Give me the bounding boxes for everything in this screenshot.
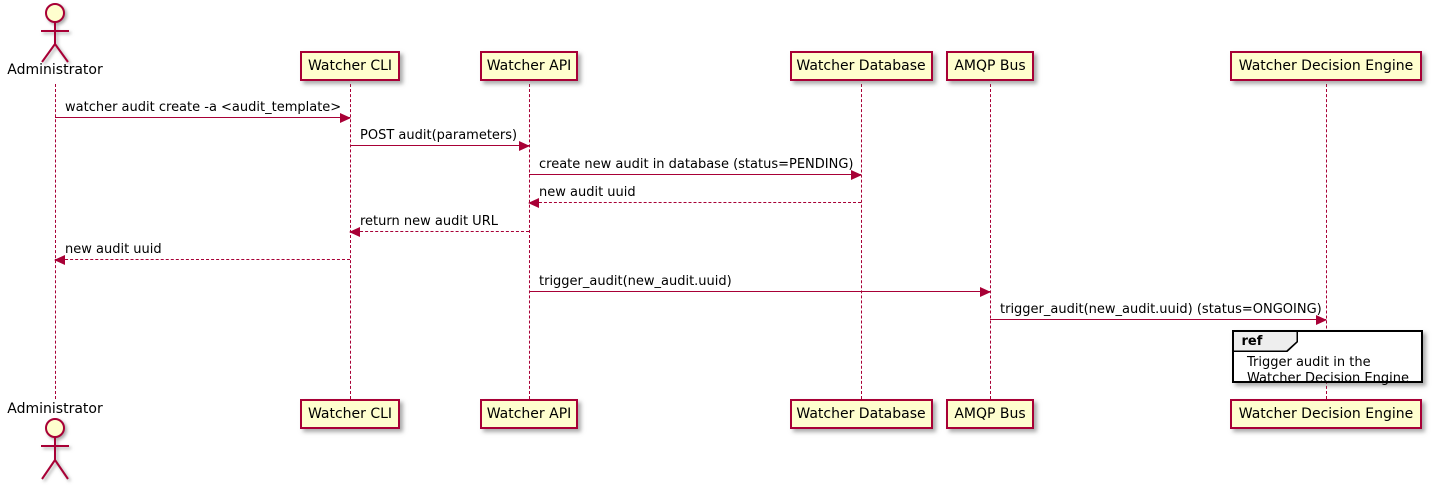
- message-label: new audit uuid: [539, 185, 636, 200]
- arrowhead-icon: [851, 170, 862, 180]
- arrowhead-icon: [980, 287, 991, 297]
- message: watcher audit create -a <audit_template>: [55, 100, 351, 123]
- actor-icon: [41, 3, 69, 63]
- ref-text-line-2: Watcher Decision Engine: [1247, 371, 1409, 386]
- actor-label-bottom: Administrator: [7, 401, 103, 417]
- message-label: trigger_audit(new_audit.uuid) (status=ON…: [1000, 302, 1322, 317]
- participant-watcher-decision-engine: Watcher Decision Engine: [1230, 399, 1422, 429]
- participant-watcher-api: Watcher API: [480, 399, 578, 429]
- arrowhead-icon: [528, 198, 539, 208]
- participant-amqp-bus: AMQP Bus: [946, 51, 1034, 81]
- participant-watcher-database: Watcher Database: [789, 51, 933, 81]
- message-line: [529, 202, 861, 203]
- ref-header: ref: [1232, 330, 1298, 352]
- message: new audit uuid: [528, 185, 861, 208]
- lifeline-watcher-database: [861, 84, 862, 399]
- lifeline-watcher-api: [529, 84, 530, 399]
- participant-amqp-bus: AMQP Bus: [946, 399, 1034, 429]
- message: new audit uuid: [54, 242, 350, 265]
- message-line: [350, 231, 529, 232]
- participant-watcher-decision-engine: Watcher Decision Engine: [1230, 51, 1422, 81]
- actor-label-top: Administrator: [7, 62, 103, 78]
- message-label: trigger_audit(new_audit.uuid): [539, 274, 732, 289]
- lifeline-watcher-cli: [350, 84, 351, 399]
- message-line: [529, 174, 861, 175]
- message: return new audit URL: [349, 214, 529, 237]
- lifeline-administrator: [55, 84, 56, 399]
- arrowhead-icon: [349, 227, 360, 237]
- message-line: [529, 291, 990, 292]
- message-line: [55, 117, 350, 118]
- ref-keyword: ref: [1233, 331, 1297, 351]
- arrowhead-icon: [340, 113, 351, 123]
- participant-watcher-cli: Watcher CLI: [300, 399, 400, 429]
- message: trigger_audit(new_audit.uuid) (status=ON…: [990, 302, 1327, 325]
- lifeline-amqp-bus: [990, 84, 991, 399]
- message-line: [990, 319, 1326, 320]
- actor-icon: [41, 418, 69, 480]
- message: create new audit in database (status=PEN…: [529, 157, 862, 180]
- participant-watcher-cli: Watcher CLI: [300, 51, 400, 81]
- arrowhead-icon: [519, 141, 530, 151]
- ref-text-line-1: Trigger audit in the: [1247, 355, 1371, 370]
- message-line: [55, 259, 350, 260]
- participant-watcher-api: Watcher API: [480, 51, 578, 81]
- message-label: watcher audit create -a <audit_template>: [65, 100, 342, 115]
- message-line: [350, 145, 529, 146]
- message-label: POST audit(parameters): [360, 128, 518, 143]
- lifeline-watcher-decision-engine: [1326, 84, 1327, 399]
- participant-watcher-database: Watcher Database: [789, 399, 933, 429]
- message-label: new audit uuid: [65, 242, 162, 257]
- message: POST audit(parameters): [350, 128, 530, 151]
- message: trigger_audit(new_audit.uuid): [529, 274, 991, 297]
- message-label: return new audit URL: [360, 214, 498, 229]
- message-label: create new audit in database (status=PEN…: [539, 157, 854, 172]
- ref-fragment: ref Trigger audit in the Watcher Decisio…: [1232, 330, 1423, 386]
- arrowhead-icon: [54, 255, 65, 265]
- arrowhead-icon: [1316, 315, 1327, 325]
